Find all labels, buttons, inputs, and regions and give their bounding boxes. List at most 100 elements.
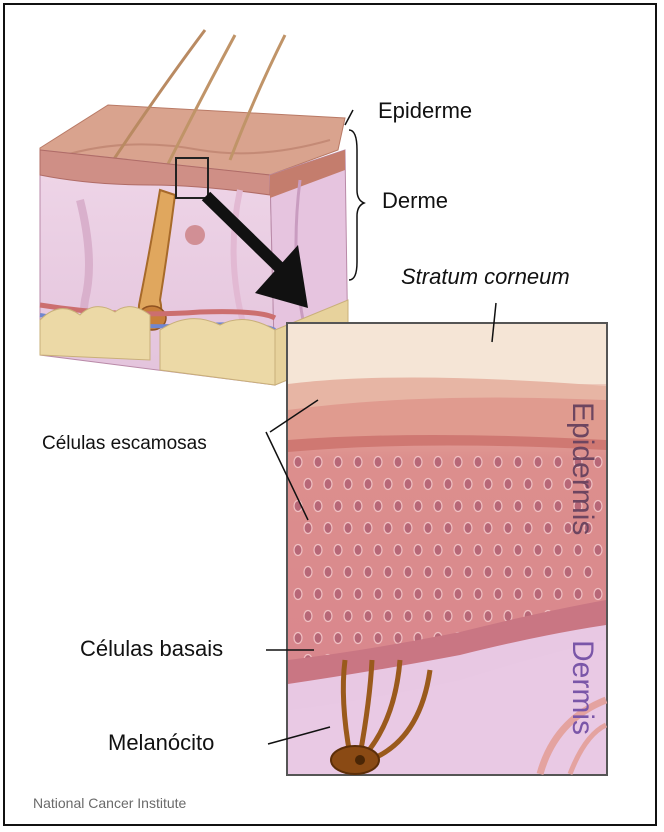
cell-nucleus [394, 501, 402, 512]
cell-nucleus [324, 567, 332, 578]
cell-nucleus [314, 589, 322, 600]
label-dermis-vertical: Dermis [567, 640, 597, 735]
cell-nucleus [354, 633, 362, 644]
cell-nucleus [484, 523, 492, 534]
cell-nucleus [574, 545, 582, 556]
cell-nucleus [394, 633, 402, 644]
cell-nucleus [294, 545, 302, 556]
cell-nucleus [314, 633, 322, 644]
cell-nucleus [424, 479, 432, 490]
cell-nucleus [424, 611, 432, 622]
cell-nucleus [454, 589, 462, 600]
cell-nucleus [364, 523, 372, 534]
cell-nucleus [554, 501, 562, 512]
cell-nucleus [364, 567, 372, 578]
cell-nucleus [444, 611, 452, 622]
cell-nucleus [514, 457, 522, 468]
label-melanocito: Melanócito [108, 732, 214, 754]
cell-nucleus [334, 589, 342, 600]
cell-nucleus [374, 589, 382, 600]
cell-nucleus [454, 457, 462, 468]
cell-nucleus [404, 567, 412, 578]
cell-nucleus [384, 567, 392, 578]
cell-nucleus [334, 545, 342, 556]
cell-nucleus [304, 567, 312, 578]
cell-nucleus [554, 457, 562, 468]
cell-nucleus [324, 611, 332, 622]
cell-nucleus [484, 567, 492, 578]
cell-nucleus [504, 523, 512, 534]
cell-nucleus [534, 545, 542, 556]
cell-nucleus [404, 479, 412, 490]
cell-nucleus [364, 479, 372, 490]
cell-nucleus [564, 567, 572, 578]
cell-nucleus [374, 633, 382, 644]
cell-nucleus [414, 457, 422, 468]
cell-nucleus [384, 611, 392, 622]
cell-nucleus [554, 545, 562, 556]
label-stratum-corneum: Stratum corneum [401, 266, 570, 288]
cell-nucleus [424, 523, 432, 534]
cell-nucleus [354, 501, 362, 512]
cell-nucleus [474, 589, 482, 600]
cell-nucleus [354, 589, 362, 600]
label-derme: Derme [382, 190, 448, 212]
cell-nucleus [444, 523, 452, 534]
cell-nucleus [384, 479, 392, 490]
cell-nucleus [404, 611, 412, 622]
cell-nucleus [394, 589, 402, 600]
cell-nucleus [484, 611, 492, 622]
fat-layer [40, 307, 150, 360]
label-epiderme: Epiderme [378, 100, 472, 122]
cell-nucleus [504, 567, 512, 578]
cell-nucleus [554, 589, 562, 600]
cell-nucleus [574, 589, 582, 600]
cell-nucleus [414, 501, 422, 512]
cell-nucleus [464, 523, 472, 534]
cell-nucleus [314, 501, 322, 512]
cell-nucleus [304, 523, 312, 534]
cell-nucleus [354, 457, 362, 468]
cell-nucleus [294, 633, 302, 644]
cell-nucleus [314, 545, 322, 556]
cell-nucleus [394, 457, 402, 468]
cell-nucleus [594, 545, 602, 556]
cell-nucleus [594, 589, 602, 600]
cell-nucleus [494, 501, 502, 512]
label-celulas-escamosas: Células escamosas [42, 434, 207, 453]
cell-nucleus [494, 545, 502, 556]
cell-nucleus [304, 611, 312, 622]
cell-nucleus [314, 457, 322, 468]
cell-nucleus [374, 501, 382, 512]
cell-nucleus [464, 567, 472, 578]
cell-nucleus [584, 567, 592, 578]
cell-nucleus [544, 523, 552, 534]
cell-nucleus [484, 479, 492, 490]
cell-nucleus [324, 479, 332, 490]
cell-nucleus [524, 479, 532, 490]
magnified-inset [287, 323, 607, 775]
cell-nucleus [434, 589, 442, 600]
cell-nucleus [454, 501, 462, 512]
cell-nucleus [464, 611, 472, 622]
cell-nucleus [514, 501, 522, 512]
cell-nucleus [424, 567, 432, 578]
label-epidermis-vertical: Epidermis [567, 402, 597, 535]
cell-nucleus [344, 611, 352, 622]
cell-nucleus [364, 611, 372, 622]
label-celulas-basais: Células basais [80, 638, 223, 660]
cell-nucleus [524, 567, 532, 578]
cell-nucleus [354, 545, 362, 556]
cell-nucleus [294, 589, 302, 600]
cell-nucleus [344, 567, 352, 578]
cell-nucleus [374, 545, 382, 556]
cell-nucleus [434, 501, 442, 512]
cell-nucleus [544, 567, 552, 578]
cell-nucleus [534, 457, 542, 468]
cell-nucleus [414, 545, 422, 556]
cell-nucleus [514, 589, 522, 600]
derme-brace [349, 130, 364, 280]
cell-nucleus [434, 457, 442, 468]
cell-nucleus [524, 523, 532, 534]
